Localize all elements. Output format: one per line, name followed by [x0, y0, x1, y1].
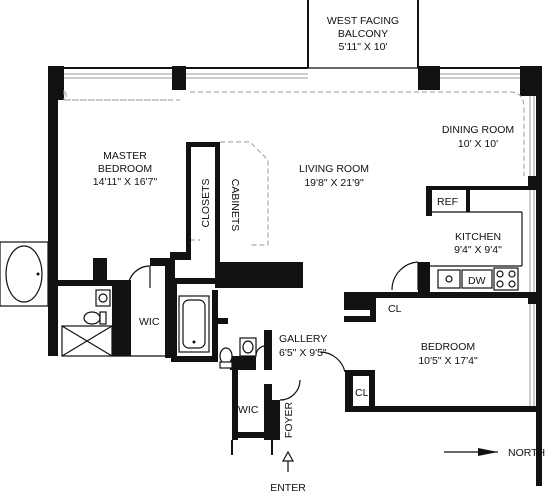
cl-bedroom-top-label: CL — [388, 303, 402, 315]
soffit-outlines — [63, 90, 525, 246]
bedroom-name: BEDROOM — [421, 341, 475, 353]
balcony-dims: 5'11" X 10' — [339, 41, 388, 53]
living-room-label: LIVING ROOM 19'8" X 21'9" — [299, 163, 369, 189]
gallery-dims: 6'5" X 9'5" — [279, 347, 327, 359]
stove — [493, 267, 519, 291]
balcony-line1: WEST FACING — [327, 15, 399, 27]
cl-bedroom-left-label: CL — [355, 387, 369, 399]
exterior-walls — [48, 0, 542, 486]
closets-label: CLOSETS — [200, 178, 212, 227]
dw-label: DW — [468, 275, 486, 287]
kitchen-dims: 9'4" X 9'4" — [454, 244, 502, 256]
master-bedroom-line1: MASTER — [103, 150, 147, 162]
north-label: NORTH — [508, 447, 545, 459]
wic-master-label: WIC — [139, 316, 160, 328]
wic-foyer-label: WIC — [238, 404, 259, 416]
master-bedroom-label: MASTER BEDROOM 14'11" X 16'7" — [93, 150, 158, 188]
master-bedroom-dims: 14'11" X 16'7" — [93, 176, 158, 188]
balcony-label: WEST FACING BALCONY 5'11" X 10' — [327, 15, 399, 53]
master-bedroom-line2: BEDROOM — [98, 163, 152, 175]
kitchen-label: KITCHEN 9'4" X 9'4" — [454, 231, 502, 256]
interior-walls — [58, 142, 536, 455]
fixtures — [0, 241, 519, 369]
enter-label: ENTER — [270, 482, 306, 494]
dining-room-label: DINING ROOM 10' X 10' — [442, 124, 514, 150]
foyer-label: FOYER — [283, 401, 295, 438]
windows — [64, 73, 535, 406]
dining-room-name: DINING ROOM — [442, 124, 514, 136]
living-room-dims: 19'8" X 21'9" — [304, 177, 364, 189]
living-room-name: LIVING ROOM — [299, 163, 369, 175]
bedroom-dims: 10'5" X 17'4" — [418, 355, 478, 367]
balcony-line2: BALCONY — [338, 28, 388, 40]
ref-label: REF — [437, 196, 458, 208]
gallery-label: GALLERY 6'5" X 9'5" — [279, 333, 327, 359]
bedroom-label: BEDROOM 10'5" X 17'4" — [418, 341, 478, 367]
north-arrow-icon — [444, 448, 498, 456]
kitchen-name: KITCHEN — [455, 231, 501, 243]
dishwasher — [461, 269, 493, 289]
cabinets-label: CABINETS — [229, 179, 241, 232]
gallery-name: GALLERY — [279, 333, 327, 345]
dining-room-dims: 10' X 10' — [458, 138, 498, 150]
doors — [127, 261, 419, 401]
entry-arrow-icon — [281, 450, 295, 472]
toilet-master — [83, 311, 101, 325]
